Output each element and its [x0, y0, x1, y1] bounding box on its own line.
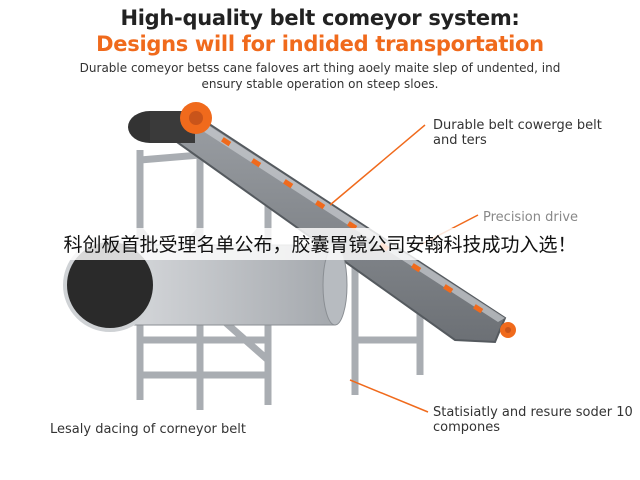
callout-compones: Statisiatly and resure soder 10 compones — [433, 405, 633, 435]
caption-bottom: Lesaly dacing of corneyor belt — [50, 422, 246, 437]
overlay-banner — [0, 228, 640, 260]
callout-drive: Precision drive — [483, 210, 579, 225]
headline-line-2: Designs will for indided transportation — [96, 32, 544, 56]
drive-motor-icon — [128, 102, 212, 143]
return-roller-icon — [500, 322, 516, 338]
headline-line-1: High-quality belt comeyor system: — [120, 6, 520, 30]
subtitle: Durable comeyor betss cane faloves art t… — [79, 61, 561, 91]
overlay-headline: 科创板首批受理名单公布，胶囊胃镜公司安翰科技成功入选！ — [63, 234, 577, 256]
callout-belt: Durable belt cowerge belt and ters — [433, 118, 602, 148]
